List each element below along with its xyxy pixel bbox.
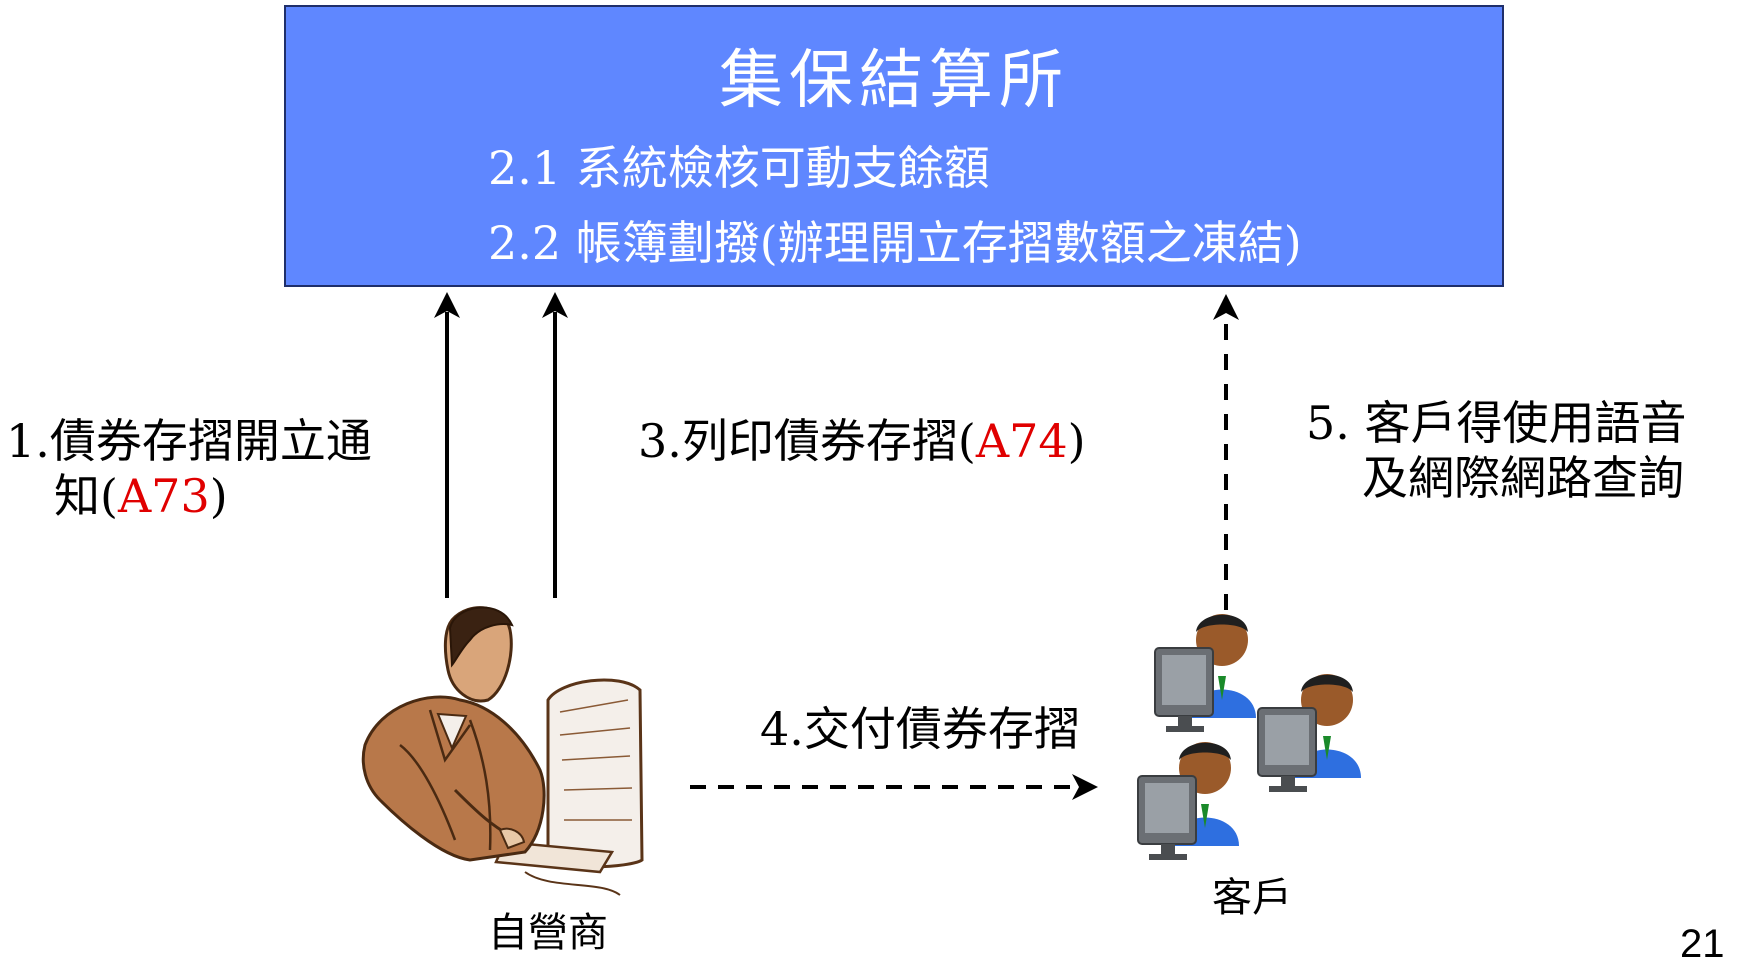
step-1-line2: 知(A73) (6, 469, 372, 524)
clients-icon (1137, 614, 1361, 860)
arrow-step-5 (1213, 294, 1239, 610)
dealer-icon (361, 606, 644, 896)
dealer-caption: 自營商 (488, 910, 608, 956)
step-3-label: 3.列印債券存摺(A74) (638, 414, 1086, 469)
step-5-line2: 及網際網路查詢 (1362, 451, 1684, 506)
step-2-2-text: 2.2 帳簿劃撥(辦理開立存摺數額之凍結) (488, 216, 1302, 270)
step-3-suffix: ) (1067, 414, 1086, 468)
diagram-graphics (361, 292, 1361, 896)
step-3-prefix: 3.列印債券存摺( (638, 414, 976, 468)
step-1-prefix: 知( (54, 469, 118, 524)
step-5-line1: 5. 客戶得使用語音 (1306, 396, 1687, 450)
step-1-suffix: ) (209, 469, 228, 524)
arrow-step-3 (542, 292, 568, 598)
clearing-house-title: 集保結算所 (719, 44, 1069, 118)
clients-caption: 客戶 (1212, 875, 1292, 921)
step-2-1-text: 2.1 系統檢核可動支餘額 (488, 141, 990, 195)
step-5-label: 5. 客戶得使用語音 及網際網路查詢 (1306, 396, 1687, 506)
step-4-label: 4.交付債券存摺 (760, 702, 1080, 756)
arrow-step-4 (690, 774, 1098, 800)
step-1-line1: 1.債券存摺開立通 (6, 414, 372, 468)
arrow-step-1 (434, 292, 460, 598)
clearing-house-box: 集保結算所 2.1 系統檢核可動支餘額 2.2 帳簿劃撥(辦理開立存摺數額之凍結… (284, 5, 1504, 287)
page-number: 21 (1680, 922, 1725, 966)
step-3-code: A74 (975, 414, 1068, 468)
step-1-label: 1.債券存摺開立通 知(A73) (6, 414, 372, 524)
step-1-code: A73 (117, 469, 210, 524)
